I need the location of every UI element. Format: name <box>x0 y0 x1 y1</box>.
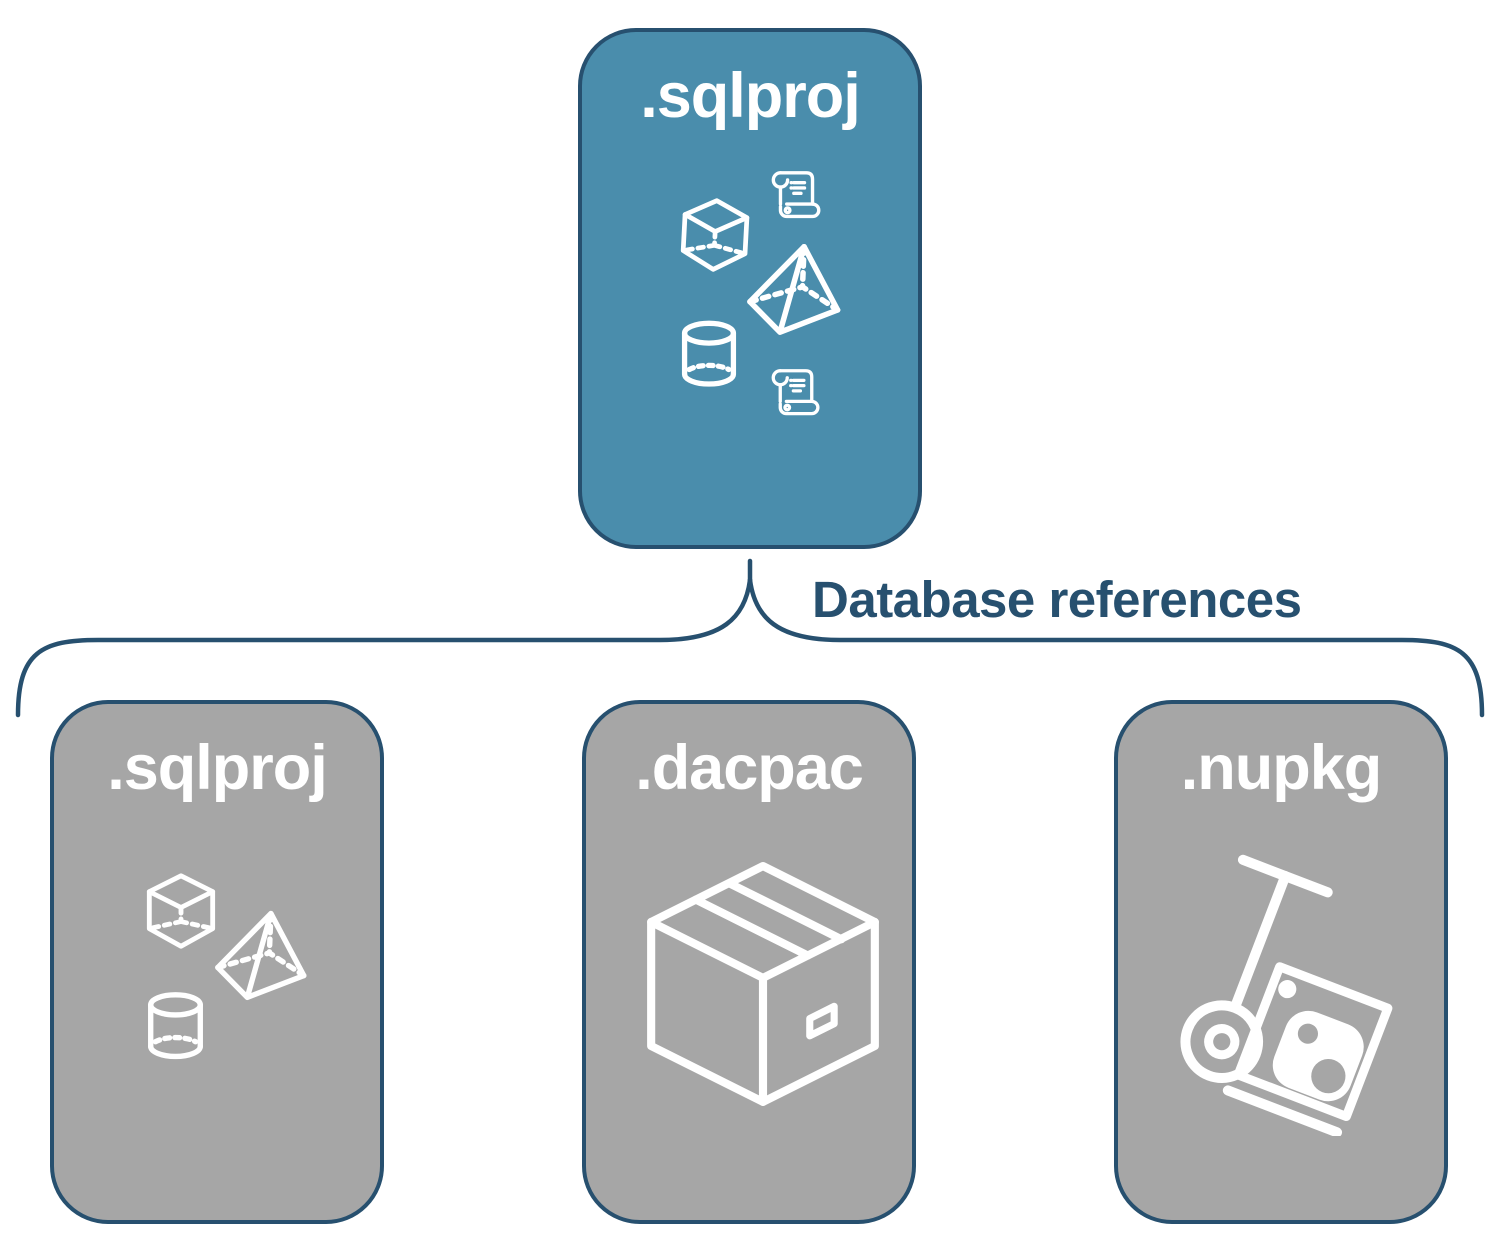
handtruck-wheel-hub <box>1204 1024 1240 1060</box>
script-scroll-icon <box>768 166 825 226</box>
handtruck-frame <box>1231 871 1291 1010</box>
script-scroll-icon <box>768 364 824 423</box>
nuget-logo-dot <box>1278 980 1297 999</box>
child-node-sqlproj: .sqlproj <box>50 700 384 1224</box>
root-node-sqlproj: .sqlproj <box>578 28 922 549</box>
child-node-title: .nupkg <box>1180 733 1382 803</box>
child-node-title: .dacpac <box>635 733 864 803</box>
cylinder-icon <box>142 984 209 1070</box>
package-box-icon <box>641 844 885 1126</box>
handtruck-footplate <box>1222 1085 1343 1136</box>
root-node-title: .sqlproj <box>640 61 861 131</box>
cube-icon <box>670 190 760 280</box>
cube-icon <box>137 867 225 955</box>
child-node-dacpac: .dacpac <box>582 700 916 1224</box>
pyramid-icon <box>738 233 855 347</box>
nuget-handtruck-icon <box>1166 852 1428 1136</box>
brace-left-arm <box>15 577 753 718</box>
nuget-logo-small-hole <box>1297 1023 1319 1044</box>
handtruck-wheel <box>1180 1000 1264 1083</box>
nuget-logo-large-hole <box>1311 1058 1346 1094</box>
child-node-nupkg: .nupkg <box>1114 700 1448 1224</box>
cylinder-icon <box>676 314 742 396</box>
connector-label: Database references <box>812 571 1302 628</box>
child-node-title: .sqlproj <box>107 733 328 803</box>
pyramid-icon <box>206 900 321 1011</box>
nuget-box <box>1233 962 1393 1122</box>
